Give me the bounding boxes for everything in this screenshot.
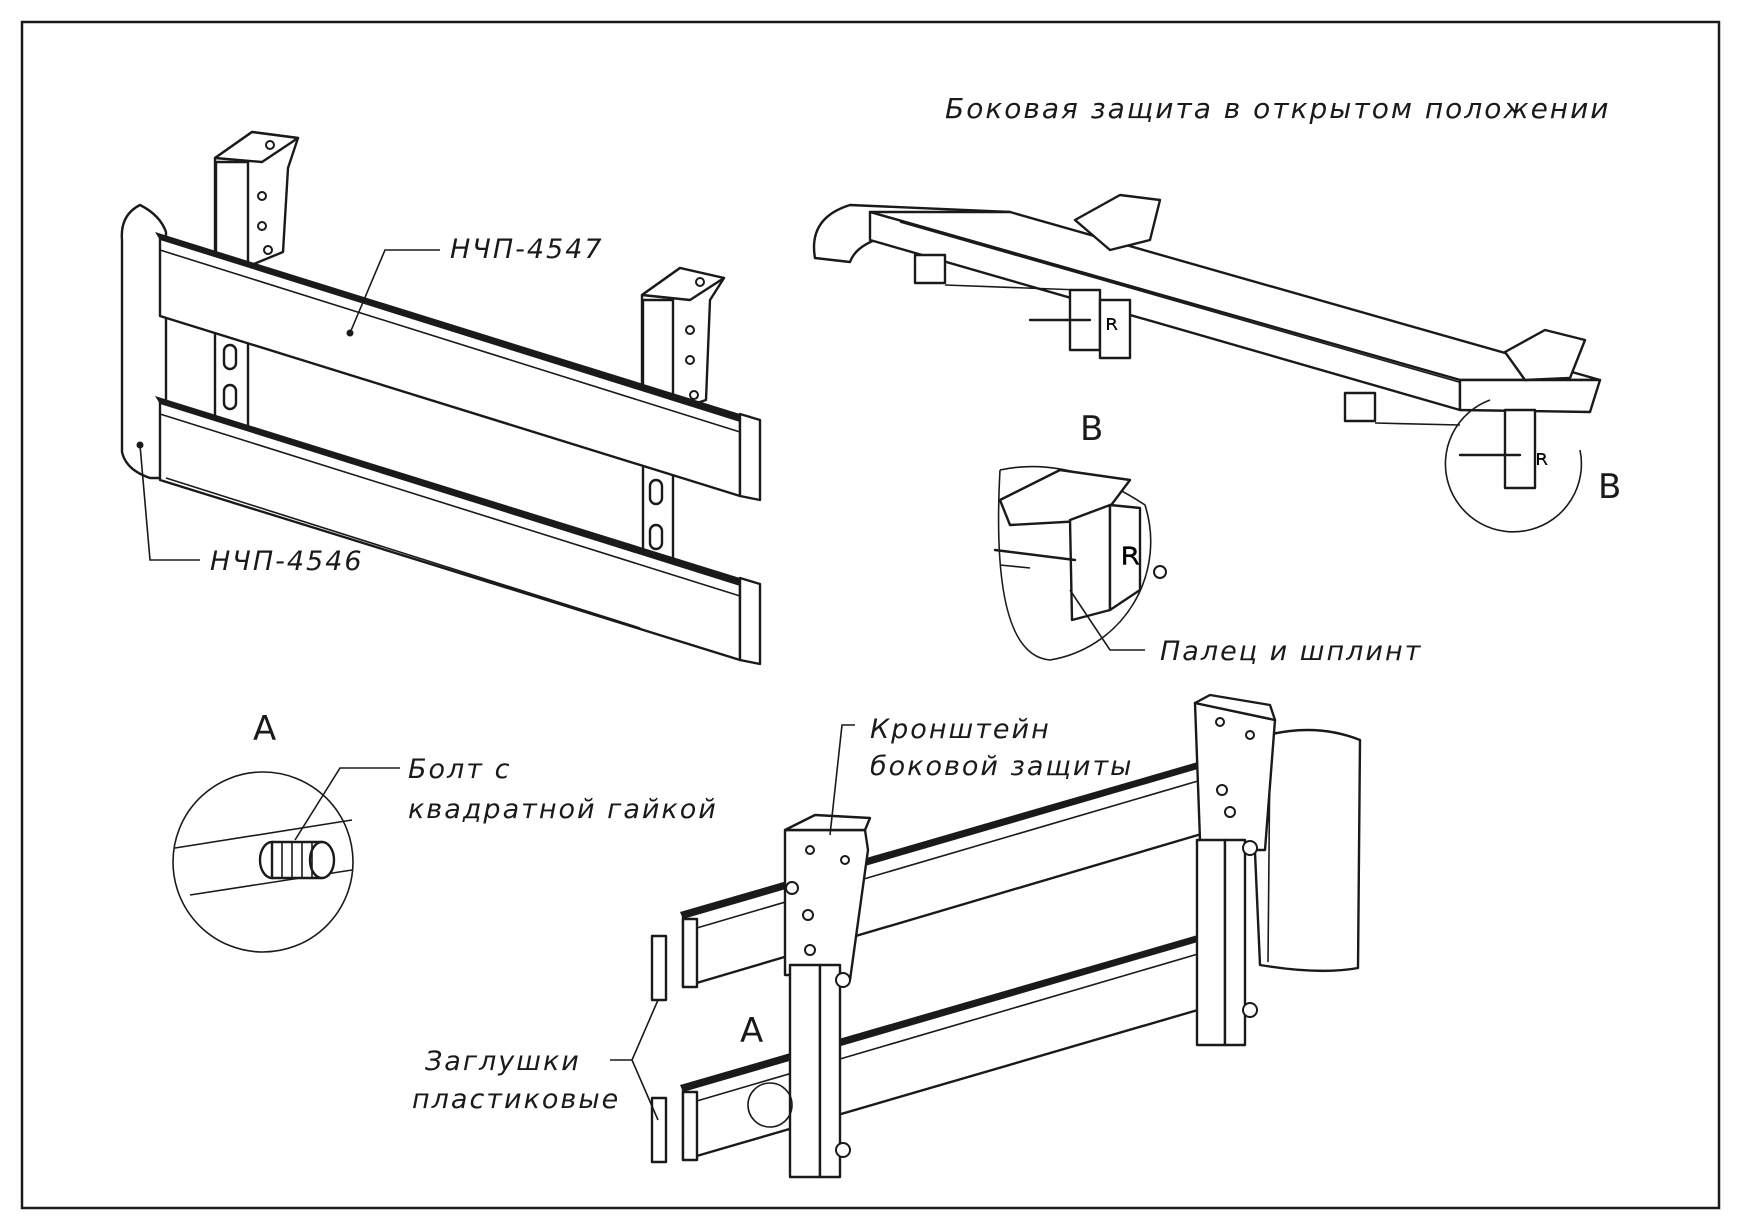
beam-lower <box>155 396 762 666</box>
plug-upper <box>650 934 668 1002</box>
label-bracket-line1: Кронштейн <box>870 714 1051 745</box>
leader-bracket <box>829 724 855 836</box>
beam-upper <box>155 232 762 502</box>
leader-pin <box>1069 589 1145 651</box>
view-title: Боковая защита в открытом положении <box>945 92 1611 125</box>
detail-circle-b-small <box>1444 399 1583 533</box>
plug-lower <box>650 1096 668 1164</box>
assembly-closed-view <box>120 130 762 666</box>
svg-text:ʀ: ʀ <box>1120 534 1141 574</box>
label-plugs-line1: Заглушки <box>425 1046 581 1077</box>
curved-end-panel <box>120 203 168 480</box>
marker-a-bottom: A <box>740 1011 763 1051</box>
bracket-mounted-left <box>783 813 872 1179</box>
detail-b: ʀ <box>993 465 1167 661</box>
assembly-mounted-view <box>610 693 1362 1179</box>
assembly-open-view: ʀ ʀ <box>812 193 1602 533</box>
label-part-upper: НЧП-4547 <box>450 234 604 265</box>
label-plugs-line2: пластиковые <box>412 1084 620 1115</box>
label-bracket-line2: боковой защиты <box>870 751 1134 782</box>
label-bolt-line1: Болт с <box>408 754 511 785</box>
label-pin: Палец и шплинт <box>1160 636 1422 667</box>
svg-text:ʀ: ʀ <box>1535 446 1548 471</box>
label-bolt-line2: квадратной гайкой <box>408 794 718 825</box>
detail-a <box>172 771 354 953</box>
label-part-lower: НЧП-4546 <box>210 546 364 577</box>
marker-b-top: B <box>1080 409 1103 449</box>
svg-text:ʀ: ʀ <box>1105 311 1118 336</box>
marker-b-right: B <box>1598 467 1621 507</box>
marker-a-top: A <box>253 709 276 749</box>
bracket-mounted-right <box>1193 693 1277 1047</box>
bracket-left <box>213 130 300 270</box>
leader-bolt <box>294 767 400 841</box>
sheet-frame <box>20 20 1721 1210</box>
